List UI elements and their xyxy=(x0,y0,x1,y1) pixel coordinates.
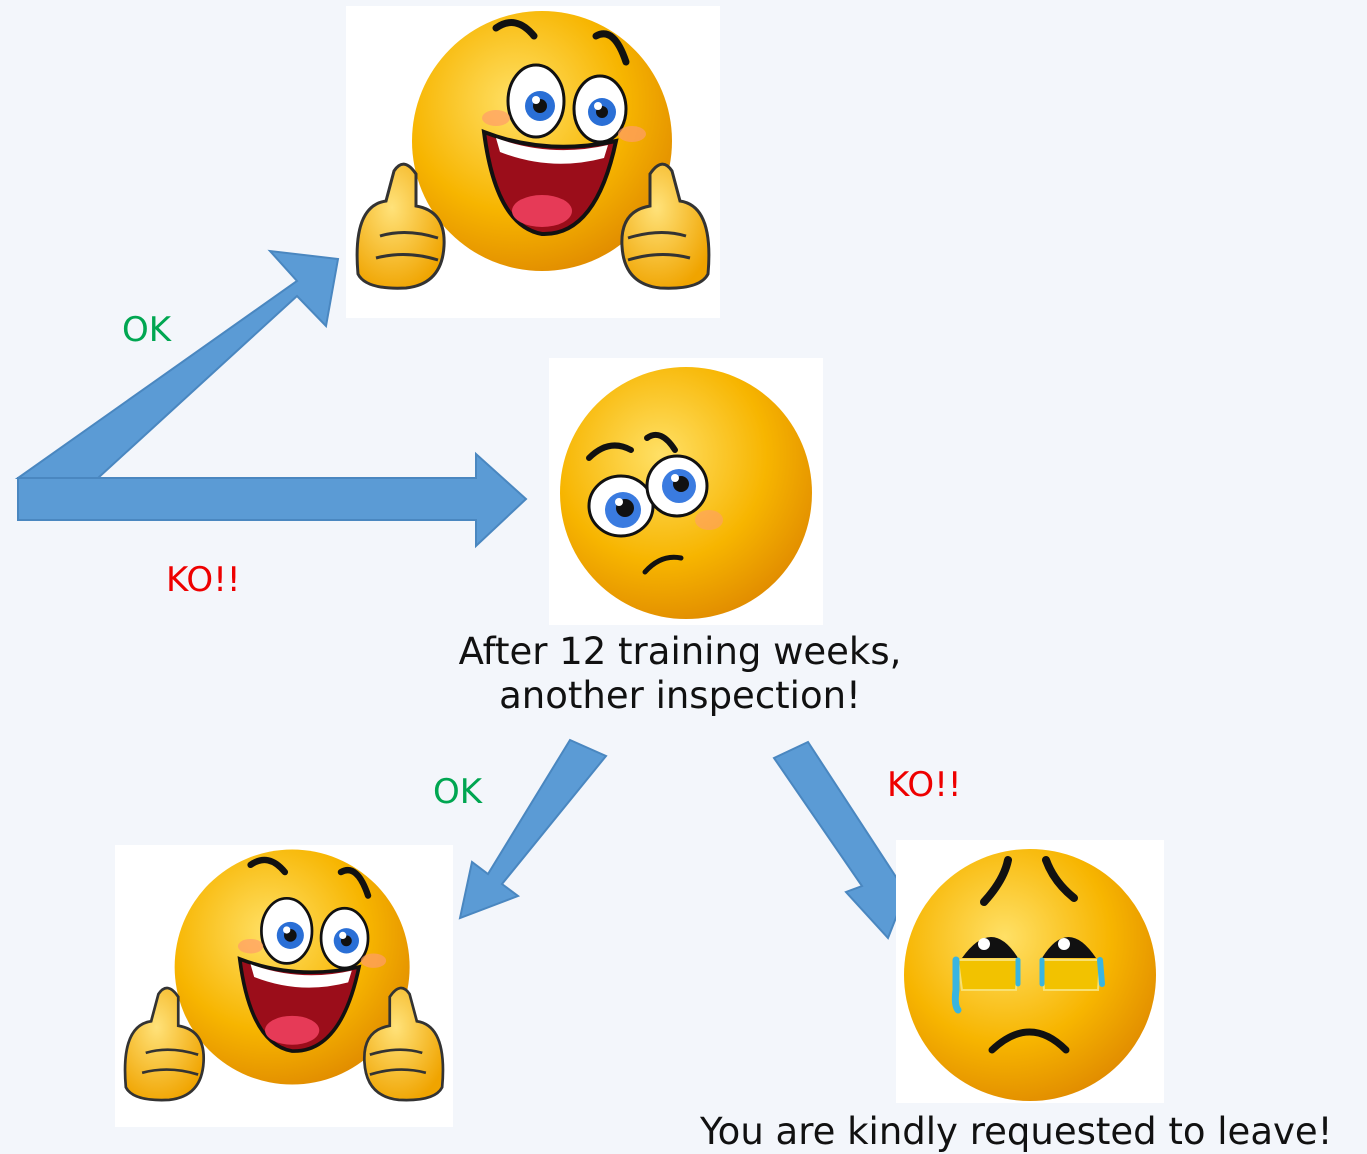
inspection-caption: After 12 training weeks, another inspect… xyxy=(420,630,940,719)
ok-label-bottom: OK xyxy=(433,772,483,812)
inspection-caption-line2: another inspection! xyxy=(499,674,861,718)
happy-face-bottom xyxy=(115,845,453,1127)
arrow-to-ko-top xyxy=(17,451,528,549)
ko-label-bottom: KO!! xyxy=(887,765,962,805)
worried-face-middle xyxy=(549,358,823,625)
happy-thumbs-up-icon xyxy=(355,11,711,290)
crying-face-bottom xyxy=(896,840,1164,1103)
ko-label-top: KO!! xyxy=(166,560,241,600)
happy-face-top xyxy=(346,6,720,318)
happy-thumbs-up-icon xyxy=(123,849,445,1102)
arrow-to-ok-bottom xyxy=(458,738,608,920)
crying-face-icon xyxy=(904,849,1156,1101)
leave-caption: You are kindly requested to leave! xyxy=(700,1110,1333,1153)
inspection-caption-line1: After 12 training weeks, xyxy=(458,630,902,673)
worried-face-icon xyxy=(560,367,812,619)
arrow-to-ok-top xyxy=(14,249,340,479)
ok-label-top: OK xyxy=(122,310,172,350)
